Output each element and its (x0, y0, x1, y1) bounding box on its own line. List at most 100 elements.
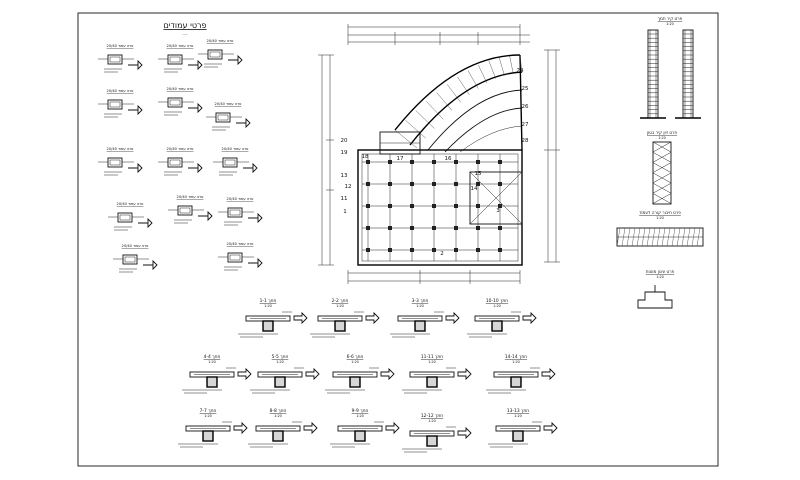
section-scale: 1:20 (416, 304, 424, 308)
section-scale: 1:20 (428, 360, 436, 364)
section-title: 12-12 חתך (421, 413, 443, 419)
section-scale: 1:20 (208, 360, 216, 364)
plan-left-dimensions (318, 54, 334, 266)
plan-grid-label: 24 (517, 68, 524, 74)
column-detail-label: 20/40 פרט עמוד (107, 147, 135, 151)
column-details-group: פרטי עמודים ----- (163, 21, 206, 36)
tall-column-section-a (640, 29, 666, 119)
section-scale: 1:20 (204, 414, 212, 418)
right-detail-scale: 1:20 (656, 216, 664, 220)
plan-grid-label: 28 (522, 138, 529, 144)
column-detail-label: 20/40 פרט עמוד (227, 197, 255, 201)
plan-grid-label: 26 (522, 104, 529, 110)
column-detail-label: 20/40 פרט עמוד (107, 89, 135, 93)
section-scale: 1:20 (351, 360, 359, 364)
plan-main-body (357, 131, 523, 266)
section-title: 9-9 חתך (352, 408, 369, 414)
plan-grid-label: 11 (341, 196, 348, 202)
column-detail-label: 20/40 פרט עמוד (107, 44, 135, 48)
column-detail: 20/40 פרט עמוד (98, 44, 143, 73)
column-detail: 20/40 פרט עמוד (218, 197, 263, 226)
column-detail: 20/40 פרט עמוד (98, 89, 143, 118)
column-detail-label: 20/40 פרט עמוד (122, 244, 150, 248)
plan-bottom-dimensions (347, 270, 521, 284)
section-title: 6-6 חתך (347, 354, 364, 360)
right-detail-title: פרט זיון קיר בטון (647, 130, 677, 135)
plan-grid-label: 14 (471, 186, 478, 192)
column-detail-drawings: 20/40 פרט עמוד 20/40 פרט עמוד 20/40 פרט עמ… (98, 39, 263, 273)
right-detail-scale: 1:20 (658, 136, 666, 140)
section-scale: 1:20 (428, 419, 436, 423)
section-title: 4-4 חתך (204, 354, 221, 360)
column-detail: 20/40 פרט עמוד (158, 87, 203, 116)
section-scale: 1:20 (493, 304, 501, 308)
plan-top-dimensions (347, 24, 530, 45)
column-detail-label: 20/40 פרט עמוד (167, 147, 195, 151)
section-scale: 1:20 (336, 304, 344, 308)
section-scale: 1:20 (276, 360, 284, 364)
section-title: 8-8 חתך (270, 408, 287, 414)
plan-grid-label: 17 (397, 156, 404, 162)
column-detail: 20/40 פרט עמוד (168, 195, 213, 224)
section-title: 2-2 חתך (332, 298, 349, 304)
plan-grid-label: 25 (522, 86, 529, 92)
right-detail-title: פרט חיבור קורה לעמוד (639, 210, 681, 215)
column-detail: 20/40 פרט עמוד (218, 242, 263, 271)
plan-grid-label: 2 (440, 251, 444, 257)
plan-grid-label: 13 (341, 173, 348, 179)
plan-right-dimensions (544, 49, 560, 263)
column-detail-label: 20/40 פרט עמוד (207, 39, 235, 43)
column-detail: 20/40 פרט עמוד (213, 147, 258, 176)
column-detail-label: 20/40 פרט עמוד (167, 44, 195, 48)
plan-grid-label: 27 (522, 122, 529, 128)
section-scale: 1:20 (514, 414, 522, 418)
section-title: 5-5 חתך (272, 354, 289, 360)
tall-column-section-b (675, 29, 701, 119)
beam-detail (616, 227, 704, 247)
plan-grid-label: 19 (341, 150, 348, 156)
section-title: 13-13 חתך (507, 408, 529, 414)
column-detail-label: 20/40 פרט עמוד (167, 87, 195, 91)
section-title: 3-3 חתך (412, 298, 429, 304)
plan-grid-label: 1 (343, 209, 347, 215)
column-detail-label: 20/40 פרט עמוד (215, 102, 243, 106)
section-title: 14-14 חתך (505, 354, 527, 360)
column-detail: 20/40 פרט עמוד (198, 39, 243, 68)
footing-detail (637, 285, 673, 309)
section-scale: 1:20 (274, 414, 282, 418)
section-scale: 1:20 (512, 360, 520, 364)
section-scale: 1:20 (264, 304, 272, 308)
column-detail: 20/40 פרט עמוד (113, 244, 158, 273)
right-detail-title: פרט עיגון מוטות (646, 269, 675, 274)
column-detail-label: 20/40 פרט עמוד (177, 195, 205, 199)
column-detail-label: 20/40 פרט עמוד (222, 147, 250, 151)
right-detail-scale: 1:20 (666, 22, 674, 26)
plan-grid-label: 3 (496, 208, 500, 214)
plan-grid-label: 12 (345, 184, 352, 190)
lattice-column-detail (652, 141, 672, 205)
section-scale: 1:20 (356, 414, 364, 418)
curved-wing (394, 54, 523, 153)
column-detail-label: 20/40 פרט עמוד (117, 202, 145, 206)
column-detail: 20/40 פרט עמוד (206, 102, 251, 131)
sheet-border (77, 12, 719, 467)
detail-group-subtitle: ----- (182, 32, 187, 36)
plan-grid-label: 16 (445, 156, 452, 162)
